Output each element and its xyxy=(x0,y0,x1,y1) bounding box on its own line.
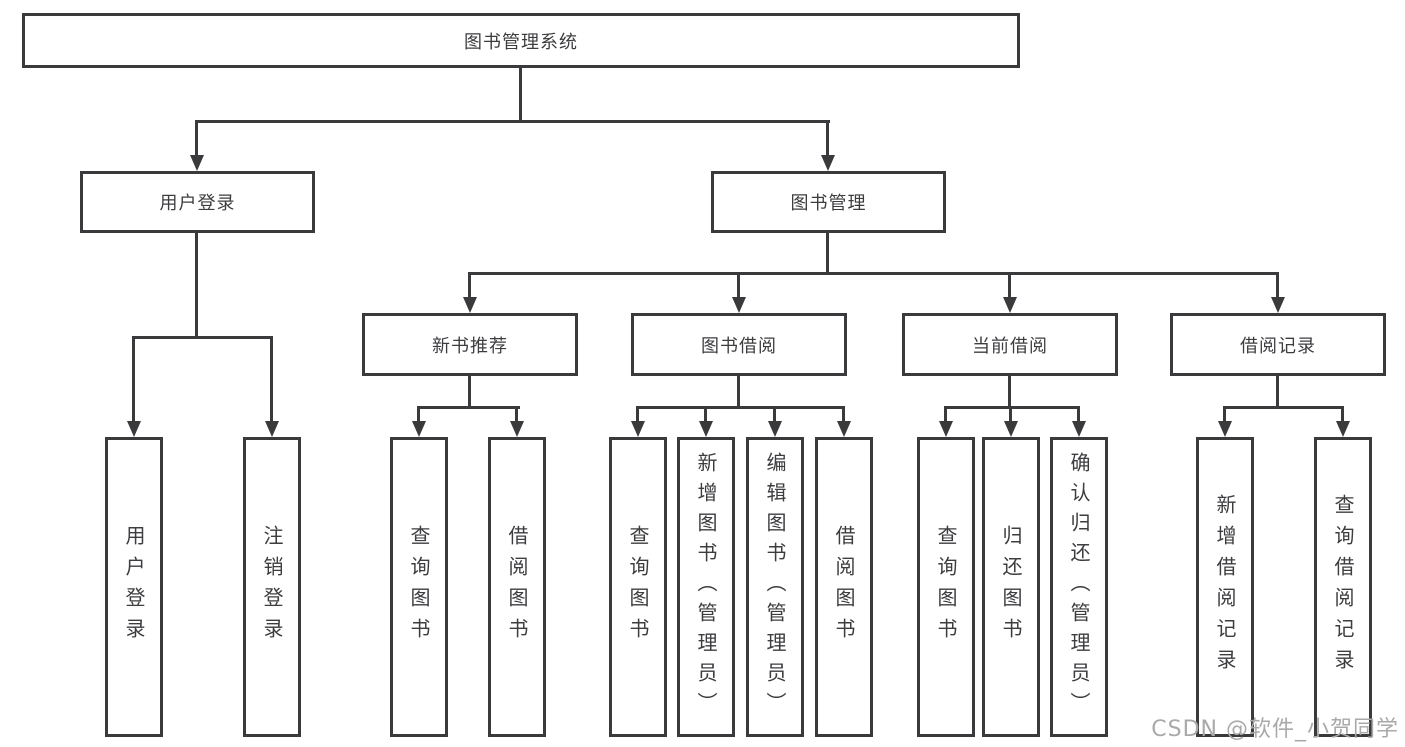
leaf-label: 确认归还（管理员） xyxy=(1067,452,1091,722)
connector-line xyxy=(773,406,776,423)
node-new-book-recommend: 新书推荐 xyxy=(362,313,578,376)
leaf-user-login: 用户登录 xyxy=(105,437,163,737)
leaf-label: 查询图书 xyxy=(626,525,650,649)
leaf-label: 查询借阅记录 xyxy=(1331,494,1355,680)
connector-line xyxy=(1008,272,1011,298)
connector-line xyxy=(468,376,471,409)
connector-line xyxy=(842,406,845,423)
arrowhead xyxy=(1004,421,1018,437)
connector-line xyxy=(1223,406,1226,423)
connector-line xyxy=(704,406,707,423)
connector-line xyxy=(195,233,198,339)
arrowhead xyxy=(463,297,477,313)
leaf-query-books-3: 查询图书 xyxy=(917,437,975,737)
leaf-label: 注销登录 xyxy=(260,525,284,649)
arrowhead xyxy=(768,421,782,437)
arrowhead xyxy=(1271,297,1285,313)
connector-line xyxy=(737,272,740,298)
connector-line xyxy=(636,406,639,423)
node-current-borrow: 当前借阅 xyxy=(902,313,1118,376)
node-label: 新书推荐 xyxy=(432,335,508,357)
connector-line xyxy=(132,336,135,423)
arrowhead xyxy=(127,421,141,437)
connector-line xyxy=(1077,406,1080,423)
leaf-label: 查询图书 xyxy=(934,525,958,649)
arrowhead xyxy=(939,421,953,437)
connector-line xyxy=(826,120,829,158)
connector-line xyxy=(944,406,1080,409)
connector-line xyxy=(417,406,420,423)
node-root-label: 图书管理系统 xyxy=(464,31,578,53)
leaf-query-books-1: 查询图书 xyxy=(390,437,448,737)
arrowhead xyxy=(412,421,426,437)
leaf-label: 查询图书 xyxy=(407,525,431,649)
connector-line xyxy=(195,120,198,158)
arrowhead xyxy=(821,155,835,171)
connector-line xyxy=(1276,376,1279,409)
connector-line xyxy=(515,406,518,423)
leaf-add-book-admin: 新增图书（管理员） xyxy=(677,437,735,737)
node-user-login: 用户登录 xyxy=(80,171,315,233)
connector-line xyxy=(519,68,522,123)
node-label: 图书借阅 xyxy=(701,335,777,357)
arrowhead xyxy=(732,297,746,313)
connector-line xyxy=(1223,406,1344,409)
node-label: 借阅记录 xyxy=(1240,335,1316,357)
connector-line xyxy=(1276,272,1279,298)
leaf-borrow-books-2: 借阅图书 xyxy=(815,437,873,737)
connector-line xyxy=(1008,376,1011,409)
arrowhead xyxy=(510,421,524,437)
node-label: 图书管理 xyxy=(790,193,867,214)
leaf-borrow-books-1: 借阅图书 xyxy=(488,437,546,737)
leaf-label: 归还图书 xyxy=(999,525,1023,649)
connector-line xyxy=(195,120,830,123)
connector-line xyxy=(468,272,471,298)
arrowhead xyxy=(837,421,851,437)
connector-line xyxy=(468,272,1279,275)
node-borrow-records: 借阅记录 xyxy=(1170,313,1386,376)
leaf-confirm-return-admin: 确认归还（管理员） xyxy=(1050,437,1108,737)
node-label: 用户登录 xyxy=(159,193,236,214)
connector-line xyxy=(737,376,740,409)
leaf-label: 新增图书（管理员） xyxy=(694,452,718,722)
arrowhead xyxy=(1003,297,1017,313)
leaf-add-borrow-record: 新增借阅记录 xyxy=(1196,437,1254,737)
leaf-label: 借阅图书 xyxy=(505,525,529,649)
arrowhead xyxy=(1218,421,1232,437)
leaf-label: 用户登录 xyxy=(122,525,146,649)
leaf-edit-book-admin: 编辑图书（管理员） xyxy=(746,437,804,737)
arrowhead xyxy=(1336,421,1350,437)
arrowhead xyxy=(631,421,645,437)
leaf-logout: 注销登录 xyxy=(243,437,301,737)
node-book-management: 图书管理 xyxy=(711,171,946,233)
arrowhead xyxy=(699,421,713,437)
leaf-query-books-2: 查询图书 xyxy=(609,437,667,737)
arrowhead xyxy=(190,155,204,171)
connector-line xyxy=(1341,406,1344,423)
connector-line xyxy=(636,406,845,409)
leaf-return-books: 归还图书 xyxy=(982,437,1040,737)
connector-line xyxy=(1009,406,1012,423)
leaf-label: 借阅图书 xyxy=(832,525,856,649)
connector-line xyxy=(944,406,947,423)
connector-line xyxy=(132,336,273,339)
node-label: 当前借阅 xyxy=(972,335,1048,357)
leaf-label: 编辑图书（管理员） xyxy=(763,452,787,722)
leaf-label: 新增借阅记录 xyxy=(1213,494,1237,680)
leaf-query-borrow-record: 查询借阅记录 xyxy=(1314,437,1372,737)
connector-line xyxy=(417,406,520,409)
csdn-watermark: CSDN @软件_小贺同学 xyxy=(1151,717,1399,742)
node-root: 图书管理系统 xyxy=(22,13,1020,68)
arrowhead xyxy=(265,421,279,437)
connector-line xyxy=(826,233,829,275)
node-book-borrow: 图书借阅 xyxy=(631,313,847,376)
connector-line xyxy=(270,336,273,423)
arrowhead xyxy=(1072,421,1086,437)
